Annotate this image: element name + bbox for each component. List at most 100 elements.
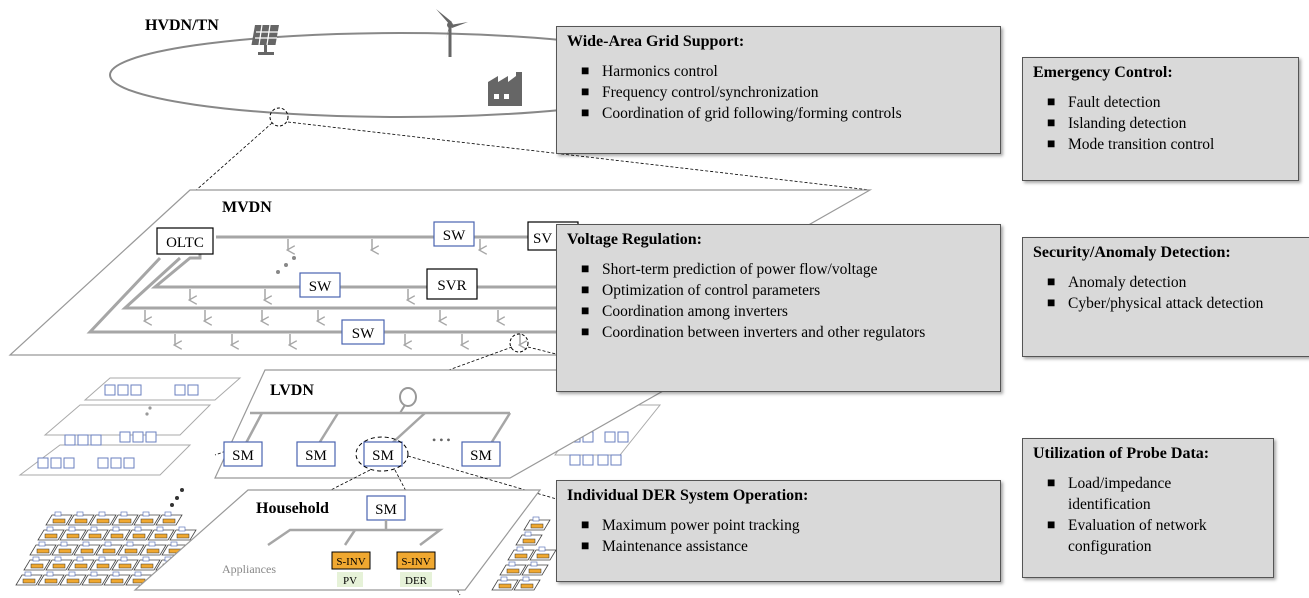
emergency-item: Fault detection	[1047, 92, 1288, 113]
smart-meter-icon	[54, 556, 62, 562]
pv-panel-icon	[520, 583, 534, 589]
wide-area-item: Coordination of grid following/forming c…	[581, 103, 990, 124]
oltc-device: OLTC	[166, 235, 204, 251]
sw-device-2: SW	[309, 279, 332, 295]
smart-meter-icon	[500, 576, 508, 582]
smart-meter-icon	[90, 526, 98, 532]
smart-meter-icon	[142, 511, 150, 517]
smart-meter-icon	[134, 526, 142, 532]
sm-lvdn-1: SM	[232, 448, 254, 464]
probe-title: Utilization of Probe Data:	[1033, 445, 1210, 462]
smart-meter-icon	[24, 571, 32, 577]
wide-area-item: Harmonics control	[581, 61, 990, 82]
probe-item: Evaluation of network configuration	[1047, 515, 1268, 557]
smart-meter-icon	[508, 561, 516, 567]
security-item: Cyber/physical attack detection	[1047, 293, 1278, 314]
emergency-item: Islanding detection	[1047, 113, 1288, 134]
smart-meter-icon	[532, 516, 540, 522]
pv-panel-icon	[36, 548, 50, 554]
pv-panel-icon	[514, 553, 528, 559]
der-title: Individual DER System Operation:	[567, 487, 809, 504]
sw-device-1: SW	[443, 228, 466, 244]
pv-panel-icon	[88, 578, 102, 584]
pv-panel-icon	[140, 563, 154, 569]
voltage-regulation-box: Voltage Regulation: Short-term predictio…	[556, 224, 1001, 392]
pv-panel-icon	[96, 563, 110, 569]
smart-meter-icon	[82, 541, 90, 547]
wide-area-title: Wide-Area Grid Support:	[567, 33, 745, 50]
pv-panel-icon	[162, 518, 176, 524]
smart-meter-icon	[178, 526, 186, 532]
sv-device-partial: SV	[533, 231, 552, 247]
smart-meter-icon	[46, 571, 54, 577]
pv-panel-icon	[110, 533, 124, 539]
sm-lvdn-2: SM	[305, 448, 327, 464]
smart-meter-icon	[126, 541, 134, 547]
pv-panel-icon	[30, 563, 44, 569]
smart-meter-icon	[98, 556, 106, 562]
lvdn-ellipsis: • • •	[432, 433, 451, 447]
voltage-item: Optimization of control parameters	[581, 280, 990, 301]
smart-meter-icon	[134, 571, 142, 577]
factory-icon	[488, 72, 522, 106]
pv-panel-icon	[102, 548, 116, 554]
smart-meter-icon	[120, 556, 128, 562]
hvdn-layer: HVDN/TN	[109, 9, 691, 127]
wide-area-item: Frequency control/synchronization	[581, 82, 990, 103]
pv-label: PV	[343, 575, 357, 587]
wide-area-grid-support-box: Wide-Area Grid Support: Harmonics contro…	[556, 26, 1001, 154]
emergency-control-box: Emergency Control: Fault detection Islan…	[1022, 57, 1299, 181]
voltage-item: Coordination between inverters and other…	[581, 322, 962, 343]
pv-panel-icon	[536, 553, 550, 559]
pv-panel-icon	[74, 518, 88, 524]
pv-panel-icon	[176, 533, 190, 539]
s-inv-der: S-INV	[401, 556, 430, 568]
pv-panel-icon	[118, 518, 132, 524]
smart-meter-icon	[46, 526, 54, 532]
household-layer: Household SM Appliances S-INV S-INV PV D…	[133, 489, 542, 591]
smart-meter-icon	[90, 571, 98, 577]
pv-panel-icon	[506, 568, 520, 574]
lvdn-layer: LVDN SM SM SM SM • • •	[214, 369, 703, 479]
smart-meter-icon	[142, 556, 150, 562]
pv-panel-icon	[44, 533, 58, 539]
sw-device-3: SW	[352, 326, 375, 342]
security-item: Anomaly detection	[1047, 272, 1299, 293]
smart-meter-icon	[164, 511, 172, 517]
sm-lvdn-4: SM	[470, 448, 492, 464]
sm-household: SM	[375, 502, 397, 518]
smart-meter-icon	[76, 511, 84, 517]
appliances-label: Appliances	[222, 562, 276, 576]
pv-panel-icon	[530, 523, 544, 529]
pv-panel-icon	[44, 578, 58, 584]
pv-panel-icon	[96, 518, 110, 524]
smart-meter-icon	[170, 541, 178, 547]
pv-panel-icon	[110, 578, 124, 584]
smart-meter-icon	[522, 576, 530, 582]
meter-pole-icon	[399, 387, 417, 414]
der-operation-box: Individual DER System Operation: Maximum…	[556, 480, 1001, 582]
pv-panel-icon	[522, 538, 536, 544]
lvdn-neighbor-blocks	[18, 377, 662, 476]
der-label: DER	[405, 575, 428, 587]
smart-meter-icon	[524, 531, 532, 537]
smart-meter-icon	[148, 541, 156, 547]
smart-meter-icon	[516, 546, 524, 552]
probe-data-box: Utilization of Probe Data: Load/impedanc…	[1022, 438, 1274, 578]
emergency-title: Emergency Control:	[1033, 64, 1173, 81]
pv-panel-icon	[74, 563, 88, 569]
pv-panel-icon	[58, 548, 72, 554]
smart-meter-icon	[538, 546, 546, 552]
smart-meter-icon	[38, 541, 46, 547]
pv-roofs-right	[491, 516, 557, 591]
smart-meter-icon	[104, 541, 112, 547]
smart-meter-icon	[68, 571, 76, 577]
pv-panel-icon	[140, 518, 154, 524]
pv-panel-icon	[124, 548, 138, 554]
lvdn-label: LVDN	[270, 382, 314, 399]
pv-panel-icon	[66, 578, 80, 584]
smart-meter-icon	[156, 526, 164, 532]
pv-array-left	[170, 488, 184, 507]
mvdn-label: MVDN	[222, 199, 272, 216]
solar-panel-icon	[251, 24, 279, 55]
